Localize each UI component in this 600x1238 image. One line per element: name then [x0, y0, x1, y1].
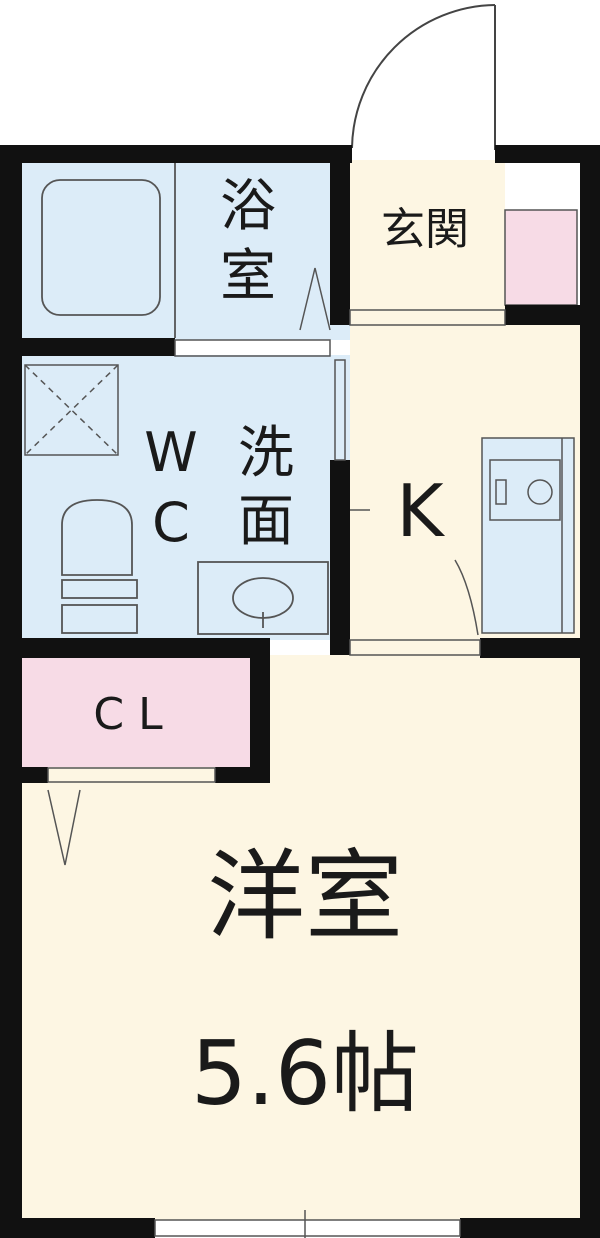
closet-floor: [20, 655, 250, 767]
closet-label: CL: [93, 689, 177, 740]
shoe-box: [504, 209, 578, 306]
washroom-label: 洗面: [238, 421, 294, 554]
washing-machine-space: [24, 364, 119, 456]
entrance-floor: [350, 160, 505, 325]
room-size-label: 5.6帖: [191, 1022, 419, 1125]
kitchen-counter: [481, 437, 575, 634]
walls: [0, 145, 600, 1238]
wc-label: WC: [144, 421, 198, 554]
western-room-label: 洋室: [206, 840, 403, 954]
bathroom-floor: [20, 160, 350, 340]
kitchen-label: K: [396, 469, 444, 553]
bath-label: 浴室: [220, 174, 276, 309]
stove: [489, 459, 561, 521]
entrance-label: 玄関: [381, 204, 469, 255]
bath-door: [299, 267, 331, 331]
closet-door: [47, 789, 81, 866]
door-frames: [47, 309, 506, 1238]
toilet: [61, 499, 138, 634]
washroom-floor: [20, 355, 350, 640]
bathtub: [41, 163, 176, 338]
wash-basin: [197, 561, 329, 635]
kitchen-door-arc: [454, 559, 479, 636]
entrance-door: [351, 4, 496, 150]
